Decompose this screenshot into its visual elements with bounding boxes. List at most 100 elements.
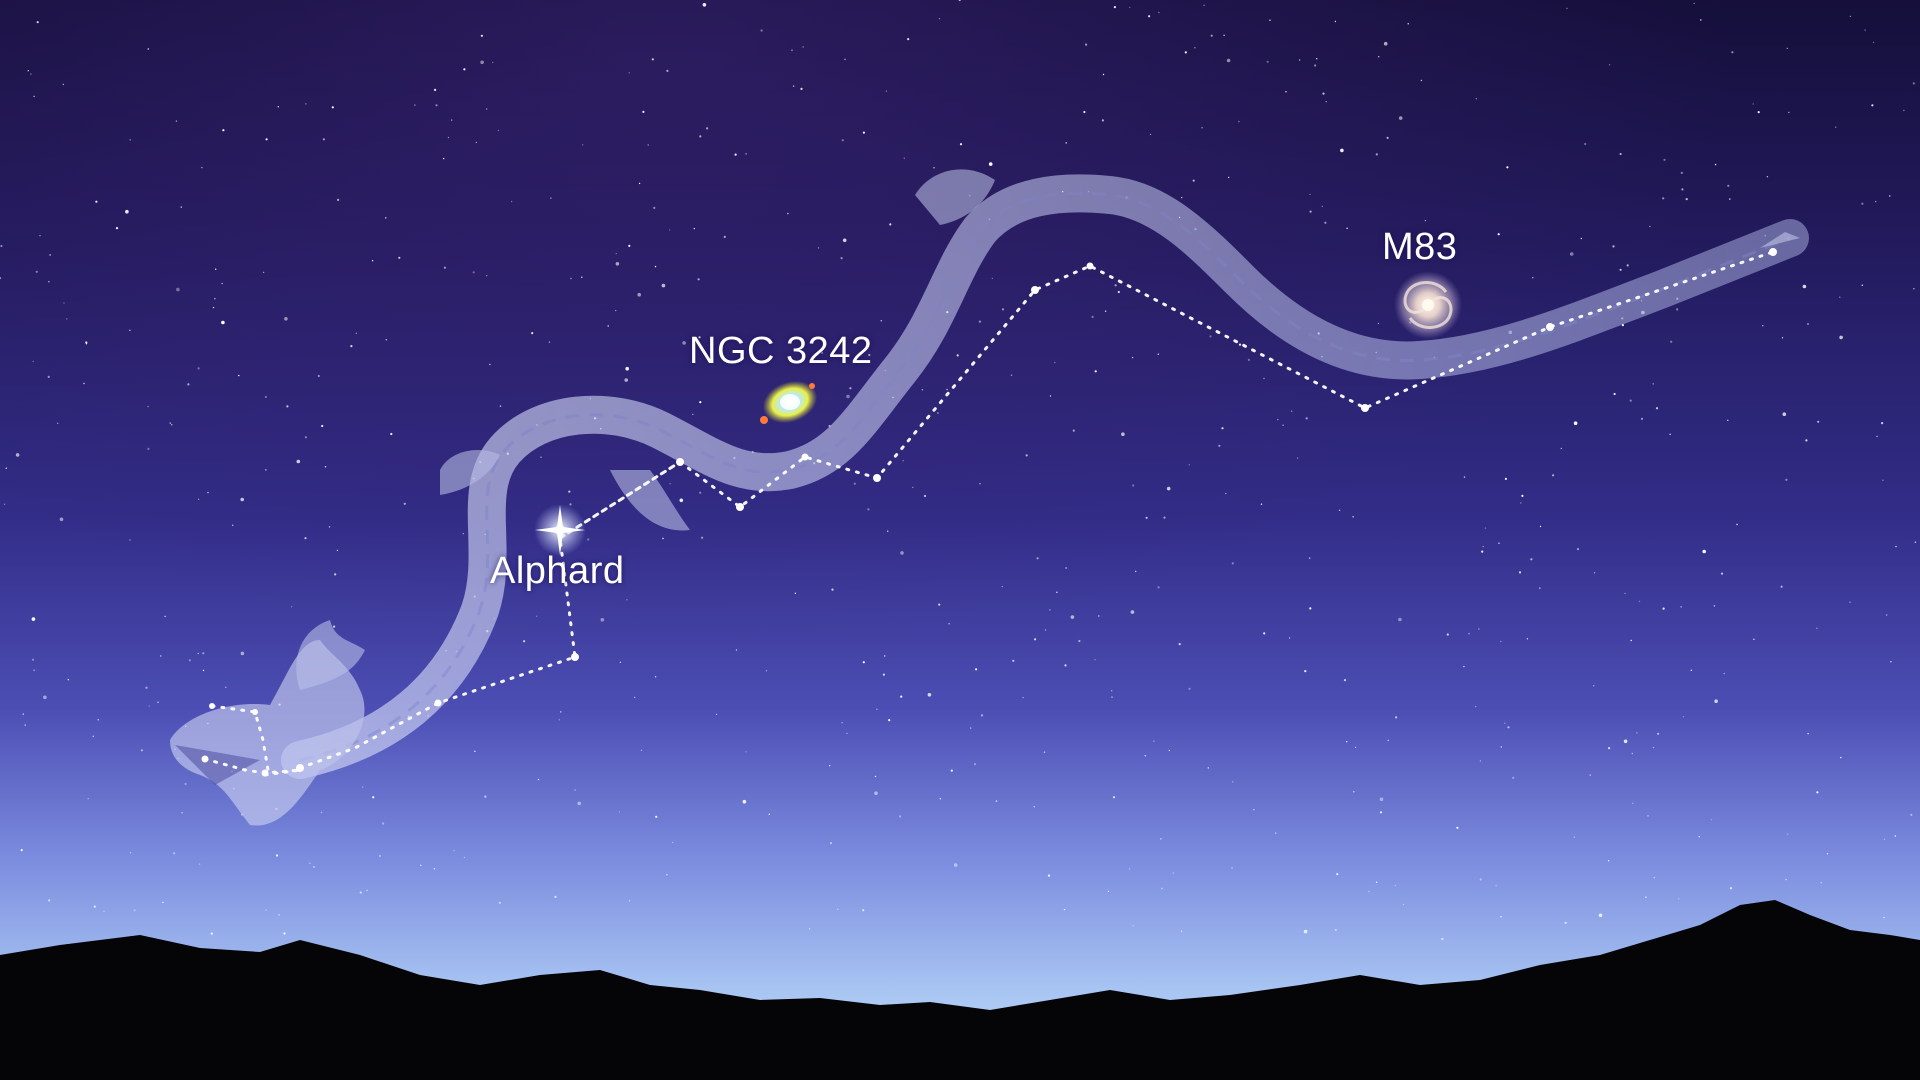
background-star [1158,11,1160,14]
background-star [447,136,450,139]
background-star [1520,502,1522,504]
background-star [1785,878,1787,881]
background-star [1883,916,1885,919]
background-star [277,106,279,108]
background-star [1500,640,1502,643]
background-star [537,778,540,781]
background-star [202,669,205,672]
background-star [1231,562,1234,565]
background-star [36,21,39,24]
background-star [1526,638,1529,640]
background-star [862,909,865,912]
background-star [654,676,657,678]
background-star [31,658,35,661]
background-star [43,695,47,700]
background-star [867,508,870,511]
background-star [548,341,551,343]
background-star [1653,877,1656,879]
background-star [1063,908,1066,911]
background-star [956,354,959,357]
background-star [1890,661,1892,663]
background-star [1263,377,1265,380]
background-star [1247,358,1250,361]
background-star [1655,407,1659,410]
background-star [385,217,387,219]
background-star [671,841,674,844]
background-star [1044,629,1047,631]
background-star [800,87,803,90]
background-star [921,389,924,391]
background-star [581,276,583,278]
background-star [570,277,572,280]
background-star [453,849,455,852]
background-star [1714,699,1718,703]
background-star [1475,98,1478,100]
background-star [1056,591,1058,593]
background-star [654,265,657,268]
background-star [398,256,401,259]
background-star [950,769,953,772]
background-star [560,711,562,713]
background-star [362,786,364,788]
background-star [475,141,477,144]
background-star [1153,740,1155,742]
background-star [1188,464,1191,466]
background-star [1188,687,1191,690]
background-star [669,483,671,485]
background-star [1209,335,1212,338]
dragon-tail-tip [1760,232,1800,248]
background-star [187,383,190,386]
background-star [1727,184,1730,187]
background-star [1054,361,1056,364]
background-star [1872,41,1875,44]
background-star [1112,796,1116,799]
background-star [129,139,131,141]
background-star [0,277,2,279]
background-star [484,795,487,798]
constellation-stars [201,248,1777,777]
background-star [651,58,654,61]
background-star [164,615,166,618]
background-star [176,287,180,292]
background-star [1025,454,1028,457]
background-star [1589,774,1591,776]
background-star [1624,592,1626,595]
star-body-3 [801,453,809,461]
background-star [1612,245,1615,248]
background-star [1101,119,1104,122]
background-star [1398,617,1402,622]
background-star [1475,705,1477,708]
background-star [666,874,668,876]
background-star [587,538,590,541]
background-star [1303,929,1308,934]
background-star [887,530,889,532]
background-star [334,573,337,576]
background-star [207,491,209,494]
background-star [1498,542,1500,544]
background-star [1736,523,1738,526]
star-body-4 [873,474,881,482]
background-star [888,719,891,722]
background-star [129,329,131,331]
background-star [1275,832,1277,834]
background-star [215,268,217,270]
background-star [1291,410,1293,412]
background-star [66,318,68,320]
background-star [692,413,694,416]
background-star [1636,732,1638,734]
background-star [480,60,484,65]
background-star [1700,19,1702,21]
background-star [355,332,357,334]
background-star [1078,639,1081,643]
background-star [1723,672,1725,675]
background-star [489,363,491,366]
background-star [937,412,939,414]
background-star [821,351,824,354]
background-star [1132,925,1134,927]
star-head-3 [252,709,258,715]
background-star [463,68,466,71]
background-star [1001,585,1003,588]
background-star [1729,887,1733,890]
background-star [125,209,129,214]
